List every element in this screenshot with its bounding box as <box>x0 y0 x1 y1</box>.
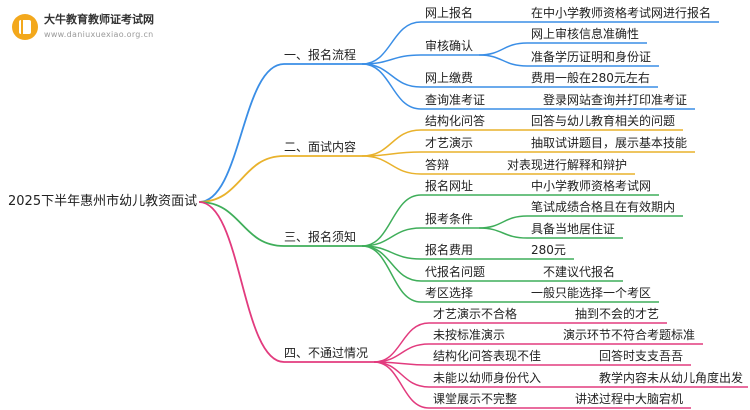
link-root-b3 <box>198 201 285 247</box>
link-b4c4 <box>373 361 430 388</box>
link-b1c2 <box>361 54 422 65</box>
node-poor-qa: 结构化问答表现不佳 <box>433 349 542 363</box>
node-review-confirm: 审核确认 <box>425 39 474 53</box>
branch-interview-content: 二、面试内容 <box>284 140 357 154</box>
link-b1c1 <box>361 21 422 65</box>
link-root-b4 <box>198 201 285 363</box>
node-defense: 答辩 <box>425 158 450 172</box>
leaf-prepare-documents: 准备学历证明和身份证 <box>531 50 652 64</box>
branch-registration-notes: 三、报名须知 <box>284 230 357 244</box>
leaf-explain-defend: 对表现进行解释和辩护 <box>507 158 628 172</box>
link-b1c3 <box>361 63 422 88</box>
branch-registration-process: 一、报名流程 <box>284 48 357 62</box>
node-talent-show: 才艺演示 <box>425 136 474 150</box>
leaf-demo-mismatch: 演示环节不符合考题标准 <box>563 328 696 342</box>
link-b4c2 <box>373 343 430 363</box>
node-exam-area: 考区选择 <box>425 286 474 300</box>
leaf-residence-permit: 具备当地居住证 <box>531 222 616 236</box>
leaf-fee-280: 费用一般在280元左右 <box>531 71 650 85</box>
link-b3c2l1 <box>478 215 528 229</box>
branch-fail-cases: 四、不通过情况 <box>284 346 369 360</box>
link-b1c2l2 <box>478 54 528 67</box>
brand-name: 大牛教育教师证考试网 <box>44 13 154 26</box>
leaf-exam-website: 中小学教师资格考试网 <box>531 179 652 193</box>
link-b3c2l2 <box>478 227 528 239</box>
leaf-draw-topic: 抽取试讲题目，展示基本技能 <box>531 136 688 150</box>
node-online-payment: 网上缴费 <box>425 71 474 85</box>
leaf-written-passed: 笔试成绩合格且在有效期内 <box>531 200 676 214</box>
leaf-print-ticket: 登录网站查询并打印准考证 <box>543 93 688 107</box>
book-logo-icon <box>12 14 38 40</box>
root-topic: 2025下半年惠州市幼儿教资面试 <box>8 194 198 209</box>
link-b4c1 <box>373 322 430 363</box>
link-b3c5 <box>361 245 422 303</box>
node-structured-qa: 结构化问答 <box>425 114 486 128</box>
node-nonstandard-demo: 未按标准演示 <box>433 328 506 342</box>
node-incomplete-class: 课堂展示不完整 <box>433 392 518 406</box>
leaf-check-info: 网上审核信息准确性 <box>531 27 640 41</box>
node-admission-ticket: 查询准考证 <box>425 93 486 107</box>
node-eligibility: 报考条件 <box>425 212 474 226</box>
link-b3c1 <box>361 194 422 247</box>
leaf-no-proxy: 不建议代报名 <box>543 265 616 279</box>
link-b2c3 <box>361 155 422 175</box>
leaf-register-on-site: 在中小学教师资格考试网进行报名 <box>531 6 712 20</box>
link-root-b1 <box>198 63 285 203</box>
leaf-unknown-talent: 抽到不会的才艺 <box>575 307 660 321</box>
link-root-b2 <box>198 155 285 203</box>
brand-domain: www.daniuxuexiao.org.cn <box>44 30 154 39</box>
node-talent-fail: 才艺演示不合格 <box>433 307 518 321</box>
node-teacher-role: 未能以幼师身份代入 <box>433 371 542 385</box>
leaf-hesitant-answer: 回答时支支吾吾 <box>599 349 684 363</box>
link-b3c4 <box>361 245 422 282</box>
leaf-child-perspective: 教学内容未从幼儿角度出发 <box>599 371 744 385</box>
node-online-registration: 网上报名 <box>425 6 474 20</box>
link-b1c4 <box>361 63 422 110</box>
node-registration-site: 报名网址 <box>425 179 474 193</box>
node-registration-fee: 报名费用 <box>425 243 474 257</box>
leaf-280-yuan: 280元 <box>531 243 566 257</box>
leaf-mind-blank: 讲述过程中大脑宕机 <box>575 392 684 406</box>
leaf-one-area: 一般只能选择一个考区 <box>531 286 652 300</box>
node-proxy-registration: 代报名问题 <box>425 265 486 279</box>
leaf-answer-questions: 回答与幼儿教育相关的问题 <box>531 114 676 128</box>
link-b2c2 <box>361 151 422 157</box>
link-b1c2l1 <box>478 42 528 56</box>
link-b4c5 <box>373 361 430 409</box>
link-b3c2 <box>361 227 422 247</box>
